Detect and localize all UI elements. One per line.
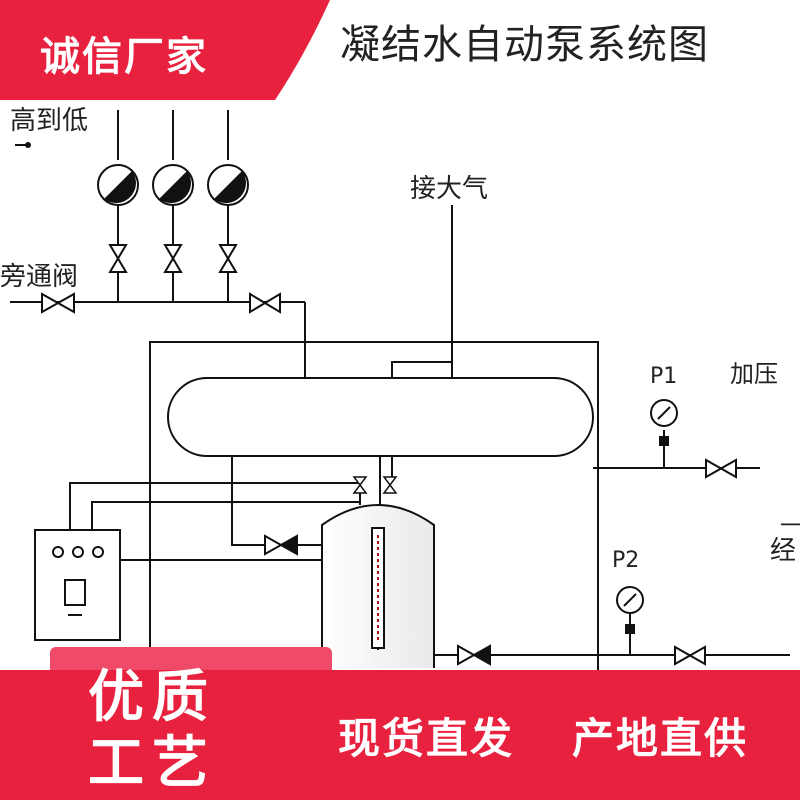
label-right-partial-2: 经 — [770, 536, 797, 566]
gauge-icon — [97, 164, 139, 206]
gauge-p1-icon — [650, 399, 678, 446]
check-valve-icon — [457, 644, 491, 666]
valve-icon — [674, 645, 706, 666]
panel-display — [64, 579, 86, 606]
label-valve-note: 旁通阀 — [0, 262, 79, 292]
receiver-tank — [167, 377, 594, 457]
label-pressurize: 加压 — [730, 360, 778, 388]
label-p2: P2 — [612, 548, 640, 573]
quality-line-1: 优质 — [88, 665, 216, 730]
slogan-2: 产地直供 — [572, 714, 749, 763]
label-vent: 接大气 — [410, 174, 489, 204]
check-valve-icon — [264, 534, 298, 556]
quality-line-2: 工艺 — [88, 731, 216, 796]
valve-icon — [705, 458, 737, 479]
indicator-light-icon — [72, 546, 84, 558]
connect-pipes — [69, 430, 790, 656]
slogan-1: 现货直发 — [338, 714, 515, 763]
valve-icon — [41, 292, 281, 314]
valve-icon — [108, 244, 238, 273]
valve-icon — [352, 476, 398, 494]
inlet-pipes — [10, 110, 306, 380]
badge-shape — [0, 0, 330, 100]
diagram-title: 凝结水自动泵系统图 — [340, 22, 709, 68]
arrow-dot — [25, 142, 31, 148]
badge-text: 诚信厂家 — [40, 34, 208, 80]
indicator-light-icon — [92, 546, 104, 558]
bottom-banner — [0, 670, 800, 800]
gauge-icon — [207, 164, 249, 206]
label-top-left: 高到低 — [10, 106, 89, 136]
label-right-partial-1: 一 — [780, 514, 800, 539]
label-p1: P1 — [650, 364, 678, 389]
gauge-icon — [152, 164, 194, 206]
gauge-p2-icon — [616, 586, 644, 634]
level-gauge — [371, 527, 385, 650]
indicator-light-icon — [52, 546, 64, 558]
